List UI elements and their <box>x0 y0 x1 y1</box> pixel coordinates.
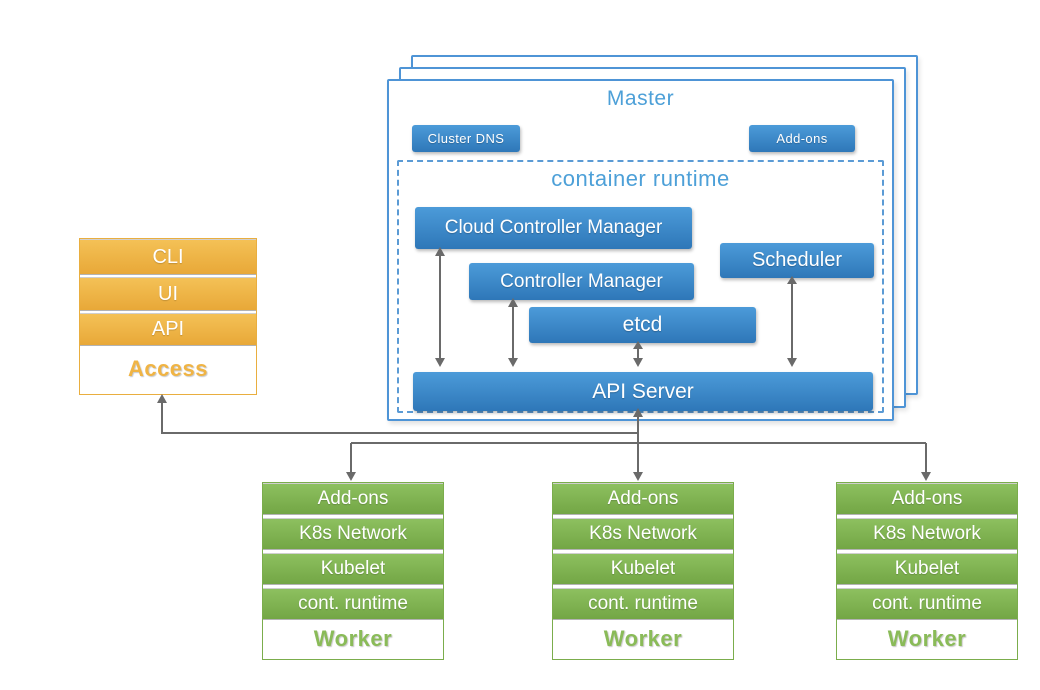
worker-stack-1: Add-ons K8s Network Kubelet cont. runtim… <box>262 482 444 660</box>
worker2-row-addons: Add-ons <box>553 483 733 515</box>
worker2-row-k8s-network: K8s Network <box>553 518 733 550</box>
access-stack: CLI UI API Access <box>79 238 257 395</box>
access-item-api: API <box>80 313 256 346</box>
master-title: Master <box>606 87 675 110</box>
access-item-cli: CLI <box>80 239 256 275</box>
controller-manager-box: Controller Manager <box>469 263 694 300</box>
scheduler-box: Scheduler <box>720 243 874 278</box>
worker3-label: Worker <box>887 625 967 651</box>
worker2-row-kubelet: Kubelet <box>553 553 733 585</box>
access-item-ui: UI <box>80 277 256 311</box>
container-runtime-title: container runtime <box>551 166 730 191</box>
worker-stack-2: Add-ons K8s Network Kubelet cont. runtim… <box>552 482 734 660</box>
cloud-controller-manager-box: Cloud Controller Manager <box>415 207 692 249</box>
cluster-dns-box: Cluster DNS <box>412 125 520 152</box>
access-label: Access <box>127 356 209 381</box>
worker2-label: Worker <box>603 625 683 651</box>
worker1-row-kubelet: Kubelet <box>263 553 443 585</box>
api-server-box: API Server <box>413 372 873 411</box>
worker3-row-k8s-network: K8s Network <box>837 518 1017 550</box>
master-panel: Master Cluster DNS Add-ons container run… <box>387 79 894 421</box>
worker2-row-cont-runtime: cont. runtime <box>553 588 733 620</box>
worker3-row-cont-runtime: cont. runtime <box>837 588 1017 620</box>
worker3-row-addons: Add-ons <box>837 483 1017 515</box>
worker1-label: Worker <box>313 625 393 651</box>
master-addons-box: Add-ons <box>749 125 855 152</box>
container-runtime-box: container runtime Cloud Controller Manag… <box>397 160 884 413</box>
worker1-row-addons: Add-ons <box>263 483 443 515</box>
worker1-row-k8s-network: K8s Network <box>263 518 443 550</box>
worker-stack-3: Add-ons K8s Network Kubelet cont. runtim… <box>836 482 1018 660</box>
worker3-row-kubelet: Kubelet <box>837 553 1017 585</box>
etcd-box: etcd <box>529 307 756 343</box>
worker1-row-cont-runtime: cont. runtime <box>263 588 443 620</box>
